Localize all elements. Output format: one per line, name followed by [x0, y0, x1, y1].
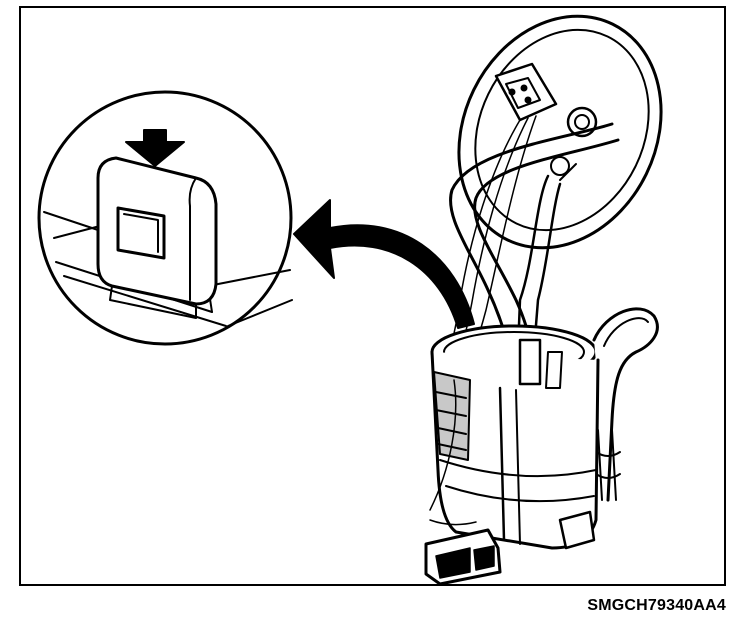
callout-arrow-icon	[293, 199, 475, 329]
pump-flange	[457, 14, 663, 250]
push-down-arrow-icon	[125, 129, 185, 167]
fuel-pump-module	[424, 307, 659, 586]
detail-callout-circle	[37, 90, 293, 346]
figure-frame	[19, 6, 726, 586]
figure-reference-code: SMGCH79340AA4	[587, 597, 726, 614]
